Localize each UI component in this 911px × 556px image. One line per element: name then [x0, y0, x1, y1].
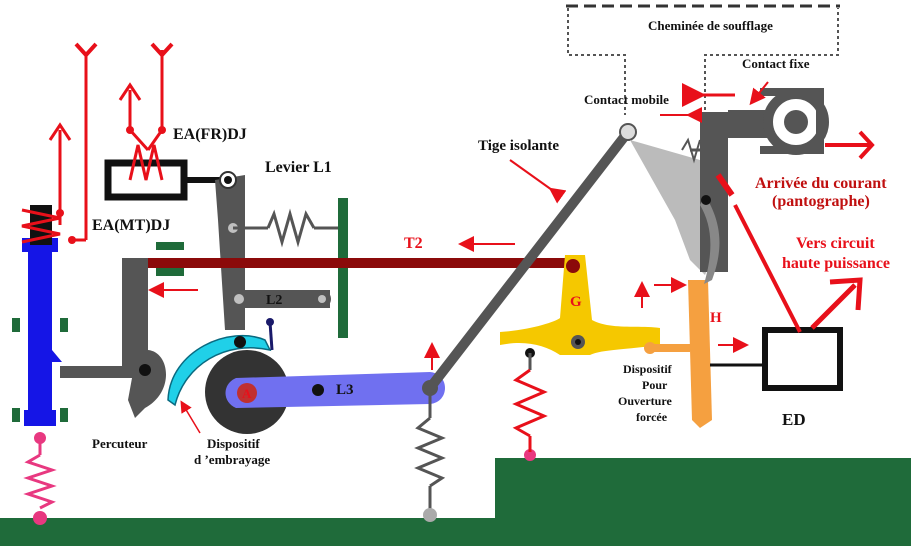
label-current-arrival-1: Arrivée du courant [755, 175, 887, 192]
percuteur [60, 258, 167, 418]
ea-mt-terminal [74, 42, 98, 58]
insulating-rod [425, 127, 633, 393]
label-a: A [242, 386, 252, 401]
label-forced-3: Ouverture [618, 394, 672, 408]
label-t2: T2 [404, 235, 423, 252]
label-ed: ED [782, 410, 806, 429]
green-tab-4 [60, 408, 68, 422]
lever-h [688, 280, 712, 428]
blue-column-foot [24, 410, 56, 426]
green-tab-3 [12, 408, 20, 422]
label-g: G [570, 294, 582, 310]
label-forced-4: forcée [636, 410, 668, 424]
l1-spring [266, 208, 316, 248]
label-chimney: Cheminée de soufflage [648, 18, 773, 33]
label-l2: L2 [266, 293, 282, 308]
label-h: H [710, 310, 722, 326]
clutch-device [167, 335, 272, 407]
label-forced-2: Pour [642, 378, 668, 392]
label-current-arrival-2: (pantographe) [772, 193, 870, 210]
left-spring [23, 453, 57, 510]
mobile-contact [630, 140, 720, 275]
label-fixed-contact: Contact fixe [742, 56, 810, 71]
label-mobile-contact: Contact mobile [584, 92, 669, 107]
green-tab-1 [12, 318, 20, 332]
g-spring [512, 368, 548, 438]
ea-fr-coil [128, 144, 164, 181]
chimney-inner [567, 8, 839, 115]
label-percuteur: Percuteur [92, 436, 148, 451]
blue-column [28, 245, 52, 420]
lever-l2 [230, 290, 330, 308]
ground-step [495, 458, 911, 546]
ground-base [0, 518, 500, 546]
label-insulating-rod: Tige isolante [478, 138, 559, 154]
label-clutch-1: Dispositif [207, 436, 260, 451]
label-high-power-2: haute puissance [782, 255, 890, 272]
rod-t2 [148, 258, 572, 268]
ea-mt-arrow [48, 122, 72, 141]
lever-g [500, 255, 660, 355]
label-ea-mt: EA(MT)DJ [92, 217, 170, 234]
label-lever-l1: Levier L1 [265, 159, 332, 176]
fixed-contact-block [728, 110, 768, 138]
green-tab-2 [60, 318, 68, 332]
center-spring [414, 416, 446, 488]
blue-notch [52, 350, 62, 362]
label-high-power-1: Vers circuit [796, 235, 875, 252]
label-forced-1: Dispositif [623, 362, 673, 376]
label-clutch-2: d ’embrayage [194, 452, 270, 467]
lever-l3 [225, 372, 445, 408]
ea-mt-coil [21, 208, 61, 244]
label-l3: L3 [336, 382, 354, 398]
label-ea-fr: EA(FR)DJ [173, 126, 247, 143]
ed-box [762, 327, 843, 391]
